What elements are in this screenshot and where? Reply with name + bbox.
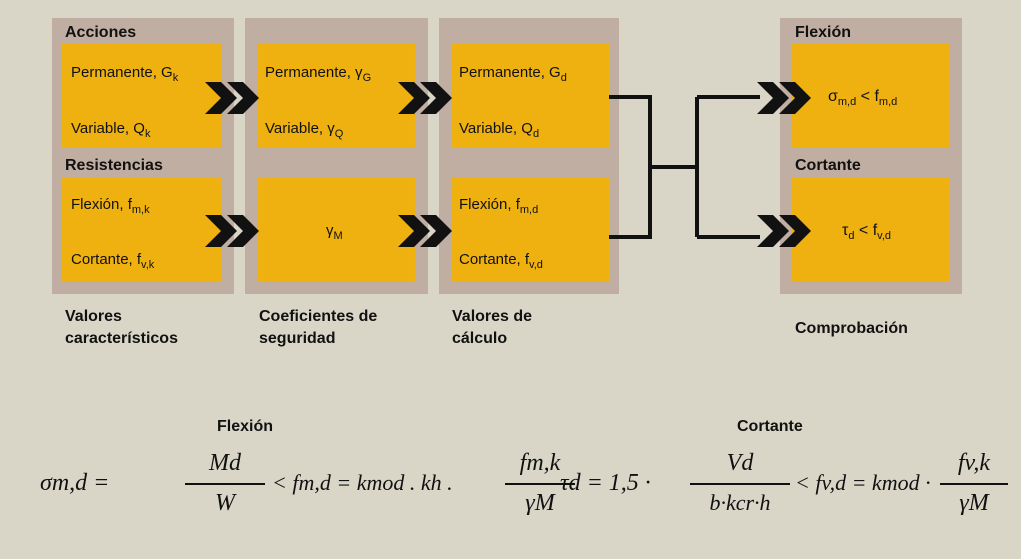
- formula-flexion-line: [185, 483, 265, 485]
- chevron-right-icon: [227, 215, 259, 247]
- box-check-cortante: [792, 178, 950, 282]
- formula-flexion-mid: < fm,d = kmod . kh .: [272, 470, 453, 495]
- chevron-right-icon: [205, 215, 237, 247]
- chevron-right-icon: [779, 215, 811, 247]
- label-permanente-gammag: Permanente, γG: [265, 64, 372, 84]
- box-resistencias-3: [451, 178, 609, 282]
- label-gamma-m: γM: [326, 222, 343, 242]
- formula-cortante-num2: fv,k: [957, 450, 991, 476]
- caption-coeficientes-seguridad: Coeficientes de seguridad: [259, 308, 378, 347]
- chevron-right-icon: [420, 82, 452, 114]
- formula-cortante-den2: γM: [959, 490, 989, 516]
- box-acciones-3: [451, 44, 609, 148]
- formula-flexion-num2: fm,k: [519, 450, 561, 476]
- formula-cortante-num: Vd: [726, 450, 754, 476]
- chevron-right-icon: [398, 215, 430, 247]
- formula-cortante-den: b·kcr·h: [709, 490, 771, 515]
- label-permanente-gd: Permanente, Gd: [459, 64, 567, 84]
- caption-comprobacion: Comprobación: [795, 320, 908, 337]
- header-acciones: Acciones: [65, 24, 137, 41]
- formula-flexion-line2: [505, 483, 575, 485]
- box-acciones-1: [62, 44, 222, 148]
- chevron-right-icon: [757, 82, 789, 114]
- chevron-right-icon: [205, 82, 237, 114]
- header-resistencias: Resistencias: [65, 157, 163, 174]
- formula-cortante-line2: [940, 483, 1008, 485]
- formula-title-flexion: Flexión: [217, 418, 274, 435]
- header-flexion: Flexión: [795, 24, 852, 41]
- label-permanente-gk: Permanente, Gk: [71, 64, 179, 84]
- formula-title-cortante: Cortante: [737, 418, 803, 435]
- formula-flexion-den: W: [215, 490, 235, 516]
- formula-cortante-lhs: τd = 1,5 ·: [560, 470, 651, 496]
- label-cortante-fvd: Cortante, fv,d: [459, 251, 543, 271]
- box-acciones-2: [257, 44, 415, 148]
- chevron-right-icon: [227, 82, 259, 114]
- label-flexion-fmd: Flexión, fm,d: [459, 196, 539, 216]
- caption-valores-calculo: Valores de cálculo: [452, 308, 533, 347]
- chevron-right-icon: [398, 82, 430, 114]
- box-resistencias-2: [257, 178, 415, 282]
- label-variable-qd: Variable, Qd: [459, 120, 540, 140]
- chevron-right-icon: [779, 82, 811, 114]
- chevron-right-icon: [420, 215, 452, 247]
- box-check-flexion: [792, 44, 950, 148]
- label-variable-qk: Variable, Qk: [71, 120, 151, 140]
- formula-cortante-mid: < fv,d = kmod ·: [795, 470, 931, 495]
- check-cortante-expression: τd < fv,d: [842, 222, 891, 243]
- caption-valores-caracteristicos: Valores característicos: [65, 308, 178, 347]
- chevron-right-icon: [757, 215, 789, 247]
- header-cortante: Cortante: [795, 157, 861, 174]
- label-variable-gammaq: Variable, γQ: [265, 120, 344, 140]
- box-resistencias-1: [62, 178, 222, 282]
- label-cortante-fvk: Cortante, fv,k: [71, 251, 155, 271]
- formula-flexion-num: Md: [209, 450, 241, 476]
- label-flexion-fmk: Flexión, fm,k: [71, 196, 150, 216]
- check-flexion-expression: σm,d < fm,d: [828, 88, 898, 109]
- formula-flexion-lhs: σm,d =: [40, 470, 110, 496]
- formula-flexion-den2: γM: [525, 490, 555, 516]
- formula-cortante-line: [690, 483, 790, 485]
